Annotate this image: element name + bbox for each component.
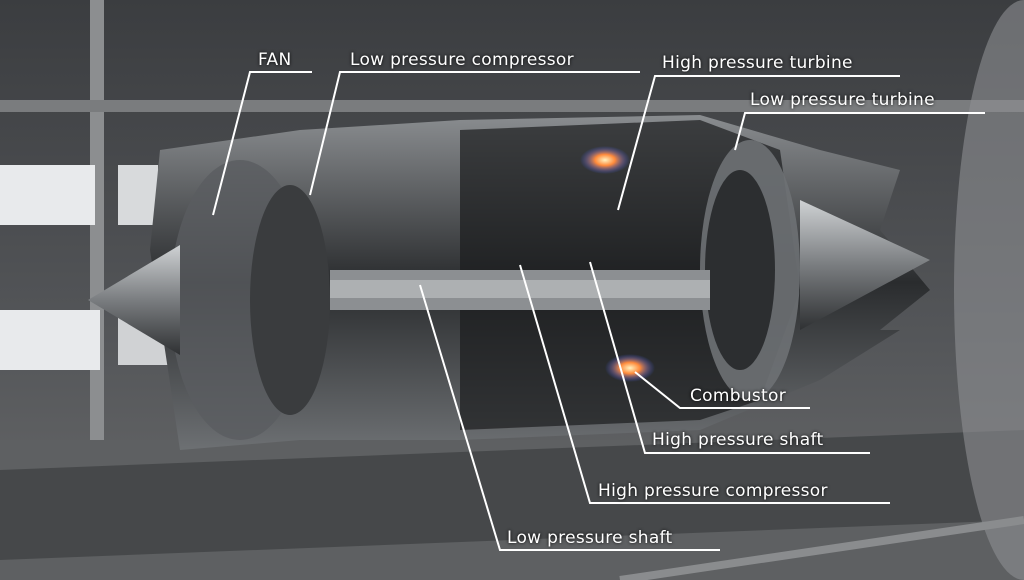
- label-combustor: Combustor: [690, 386, 787, 406]
- label-high-pressure-shaft: High pressure shaft: [652, 430, 824, 450]
- label-low-pressure-turbine: Low pressure turbine: [750, 90, 935, 110]
- leader-lines: [212, 71, 985, 551]
- label-fan: FAN: [258, 50, 292, 70]
- label-low-pressure-shaft: Low pressure shaft: [507, 528, 673, 548]
- label-high-pressure-compressor: High pressure compressor: [598, 481, 828, 501]
- label-low-pressure-compressor: Low pressure compressor: [350, 50, 574, 70]
- label-high-pressure-turbine: High pressure turbine: [662, 53, 853, 73]
